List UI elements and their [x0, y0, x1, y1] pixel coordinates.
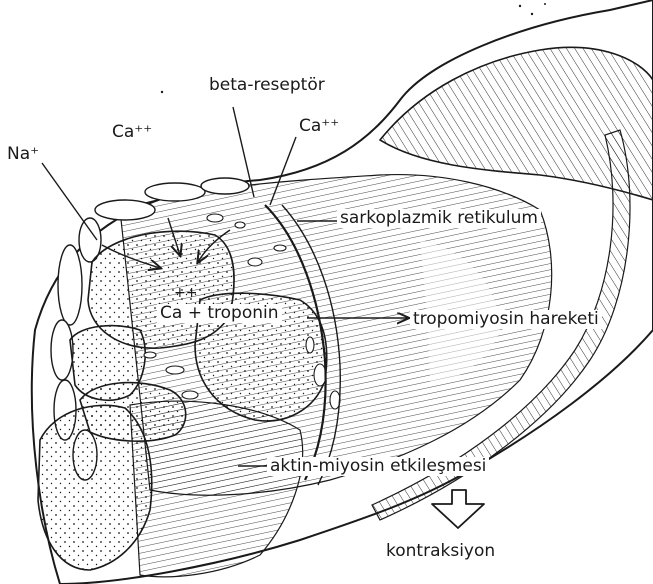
- ca-ion-right-label: Ca⁺⁺: [299, 118, 339, 135]
- sarcoplasmic-reticulum-label: sarkoplazmik retikulum: [337, 209, 541, 228]
- beta-receptor-label: beta-reseptör: [209, 77, 325, 94]
- contraction-label: kontraksiyon: [386, 543, 495, 560]
- lower-fiber-bundle: [130, 401, 303, 577]
- actin-myosin-interaction-label: aktin-miyosin etkileşmesi: [267, 457, 489, 476]
- down-arrow-icon: [432, 490, 484, 528]
- ca-troponin-label: Ca + troponin: [157, 304, 282, 323]
- na-ion-label: Na⁺: [7, 146, 39, 163]
- ca-superscript-label: ++: [174, 286, 197, 300]
- tropomyosin-movement-label: tropomiyosin hareketi: [410, 310, 602, 329]
- ca-ion-left-label: Ca⁺⁺: [112, 124, 152, 141]
